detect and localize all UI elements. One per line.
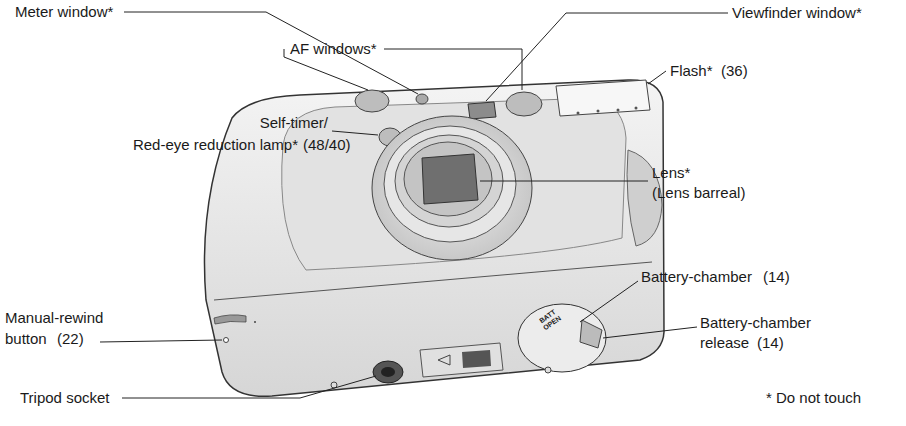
callout-number: (14) (757, 334, 784, 352)
tripod-socket-part (381, 367, 395, 377)
part-name: Meter window* (15, 3, 113, 21)
note: * Do not touch (766, 389, 861, 407)
flash-part (635, 107, 638, 110)
leader-lines-part (580, 281, 638, 322)
part-name: Flash* (670, 62, 713, 80)
viewfinder-window (468, 102, 496, 119)
manual-rewind-button-part (224, 338, 229, 343)
lens-barrel-part (422, 154, 478, 204)
leader-lines-part (332, 131, 378, 135)
viewfinder-window-part (468, 102, 496, 119)
callout-number: (48/40) (303, 136, 351, 154)
meter-window (355, 90, 389, 112)
leader-lines-part (124, 12, 418, 94)
af-windows-part (506, 92, 542, 116)
part-name: release (700, 334, 749, 352)
part-name: Battery-chamber (641, 268, 752, 286)
flash-part (556, 80, 650, 116)
manual-rewind-button-part (254, 321, 256, 323)
part-name: Battery-chamber (700, 314, 811, 332)
camera-body (204, 80, 664, 396)
leader-lines-part (100, 340, 222, 342)
lens-barrel-part (384, 126, 516, 242)
manual-rewind-button-part (214, 315, 246, 324)
flash-part (597, 110, 600, 113)
callout-number: (36) (721, 62, 748, 80)
manual-rewind-button (214, 315, 256, 343)
part-name: Self-timer/ (260, 114, 328, 132)
leader-lines-part (486, 13, 728, 101)
lens-barrel (372, 116, 532, 260)
af-windows-part (416, 94, 428, 104)
flash-part (577, 112, 580, 115)
tripod-socket-part (373, 361, 403, 383)
battery-chamber-part (518, 304, 606, 372)
tripod-socket-part (420, 343, 503, 377)
part-name: (Lens barreal) (652, 184, 745, 202)
part-name: Lens* (652, 164, 690, 182)
lens-barrel-part (372, 116, 532, 260)
leader-lines-part (122, 376, 376, 398)
tripod-socket-part (462, 350, 491, 368)
part-name: AF windows* (290, 40, 377, 58)
battery-chamber-part (545, 367, 551, 373)
part-name: Red-eye reduction lamp* (133, 136, 298, 154)
leader-lines-part (603, 327, 697, 338)
tripod-socket-part (438, 355, 450, 365)
callout-number: (22) (57, 330, 84, 348)
leader-lines-part (648, 71, 666, 84)
part-name: button (5, 330, 47, 348)
part-name: Tripod socket (20, 389, 109, 407)
leader-lines-part (480, 181, 648, 182)
flash (556, 80, 650, 116)
camera-body-part (282, 98, 626, 270)
callout-number: (14) (763, 268, 790, 286)
part-name: Viewfinder window* (732, 4, 862, 22)
battery-chamber (518, 304, 606, 373)
part-name: Manual-rewind (5, 309, 103, 327)
meter-window-part (355, 90, 389, 112)
flash-part (617, 109, 620, 112)
camera-body-part (204, 80, 664, 396)
camera-body-part (214, 262, 652, 300)
leader-lines (100, 12, 728, 398)
battery-chamber-part (580, 320, 602, 348)
lens-barrel-part (404, 142, 492, 216)
